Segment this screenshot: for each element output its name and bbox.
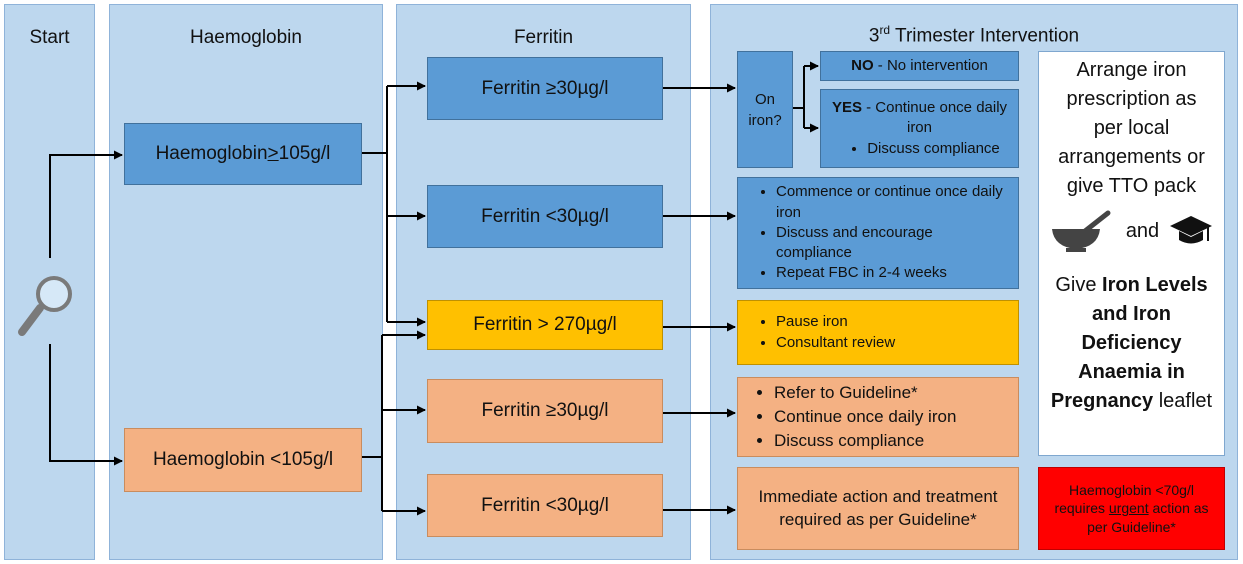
ferritin-box-1: Ferritin ≥30µg/l — [427, 57, 663, 120]
and-text: and — [1125, 219, 1160, 242]
magnifier-icon — [16, 272, 80, 342]
no-intervention-box: NO - No intervention — [820, 51, 1019, 81]
ferritin-box-5: Ferritin <30µg/l — [427, 474, 663, 537]
haemoglobin-low-box: Haemoglobin <105g/l — [124, 428, 362, 492]
prescription-info-box: Arrange iron prescription as per local a… — [1038, 51, 1225, 456]
ferritin-column-title: Ferritin — [513, 27, 574, 48]
ferritin-box-2: Ferritin <30µg/l — [427, 185, 663, 248]
yes-continue-box: YES - Continue once daily iron Discuss c… — [820, 89, 1019, 168]
intervention-box-4: Refer to Guideline* Continue once daily … — [737, 377, 1019, 457]
graduation-cap-icon — [1169, 213, 1213, 249]
urgent-action-box: Haemoglobin <70g/l requires urgent actio… — [1038, 467, 1225, 550]
ferritin-box-3: Ferritin > 270µg/l — [427, 300, 663, 350]
start-column-title: Start — [29, 27, 70, 48]
ferritin-box-4: Ferritin ≥30µg/l — [427, 379, 663, 443]
intervention-box-2: Commence or continue once daily iron Dis… — [737, 177, 1019, 289]
on-iron-box: On iron? — [737, 51, 793, 168]
intervention-column-title: 3rd Trimester Intervention — [868, 23, 1080, 47]
haemoglobin-column-title: Haemoglobin — [190, 27, 302, 48]
intervention-box-3: Pause iron Consultant review — [737, 300, 1019, 365]
arrange-text: Arrange iron prescription as per local a… — [1058, 59, 1205, 197]
icon-row: and — [1039, 209, 1224, 253]
intervention-box-5: Immediate action and treatment required … — [737, 467, 1019, 550]
mortar-pestle-icon — [1050, 209, 1116, 253]
haemoglobin-high-box: Haemoglobin >105g/l — [124, 123, 362, 185]
leaflet-text: Give Iron Levels and Iron Deficiency Ana… — [1050, 274, 1213, 412]
